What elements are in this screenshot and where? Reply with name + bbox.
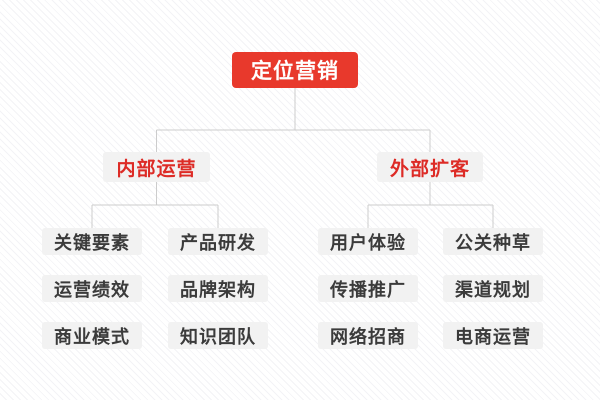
- leaf-node-label: 运营绩效: [54, 279, 130, 300]
- leaf-node-label: 品牌架构: [180, 279, 256, 300]
- leaf-node[interactable]: 网络招商: [318, 322, 418, 349]
- leaf-node-label: 公关种草: [455, 232, 531, 253]
- leaf-node-label: 用户体验: [330, 232, 406, 253]
- branch-node-label: 内部运营: [116, 158, 197, 180]
- leaf-node[interactable]: 产品研发: [168, 228, 268, 255]
- leaf-node[interactable]: 公关种草: [443, 228, 543, 255]
- leaf-node-label: 关键要素: [54, 232, 130, 253]
- leaf-node[interactable]: 品牌架构: [168, 275, 268, 302]
- leaf-node[interactable]: 关键要素: [42, 228, 142, 255]
- branch-node-internal-operations[interactable]: 内部运营: [103, 152, 210, 182]
- leaf-node-label: 网络招商: [330, 326, 406, 347]
- root-node-label: 定位营销: [251, 60, 339, 83]
- leaf-node[interactable]: 知识团队: [168, 322, 268, 349]
- leaf-node-label: 电商运营: [455, 326, 531, 347]
- leaf-node[interactable]: 电商运营: [443, 322, 543, 349]
- leaf-node-label: 传播推广: [330, 279, 406, 300]
- leaf-node[interactable]: 用户体验: [318, 228, 418, 255]
- branch-node-label: 外部扩客: [389, 158, 470, 180]
- leaf-node[interactable]: 商业模式: [42, 322, 142, 349]
- leaf-node-label: 渠道规划: [455, 279, 531, 300]
- root-node[interactable]: 定位营销: [232, 52, 358, 88]
- leaf-node-label: 产品研发: [180, 232, 256, 253]
- leaf-node-label: 知识团队: [180, 326, 256, 347]
- leaf-node-label: 商业模式: [54, 326, 130, 347]
- leaf-node[interactable]: 渠道规划: [443, 275, 543, 302]
- branch-node-external-expansion[interactable]: 外部扩客: [377, 152, 483, 182]
- leaf-node[interactable]: 传播推广: [318, 275, 418, 302]
- leaf-node[interactable]: 运营绩效: [42, 275, 142, 302]
